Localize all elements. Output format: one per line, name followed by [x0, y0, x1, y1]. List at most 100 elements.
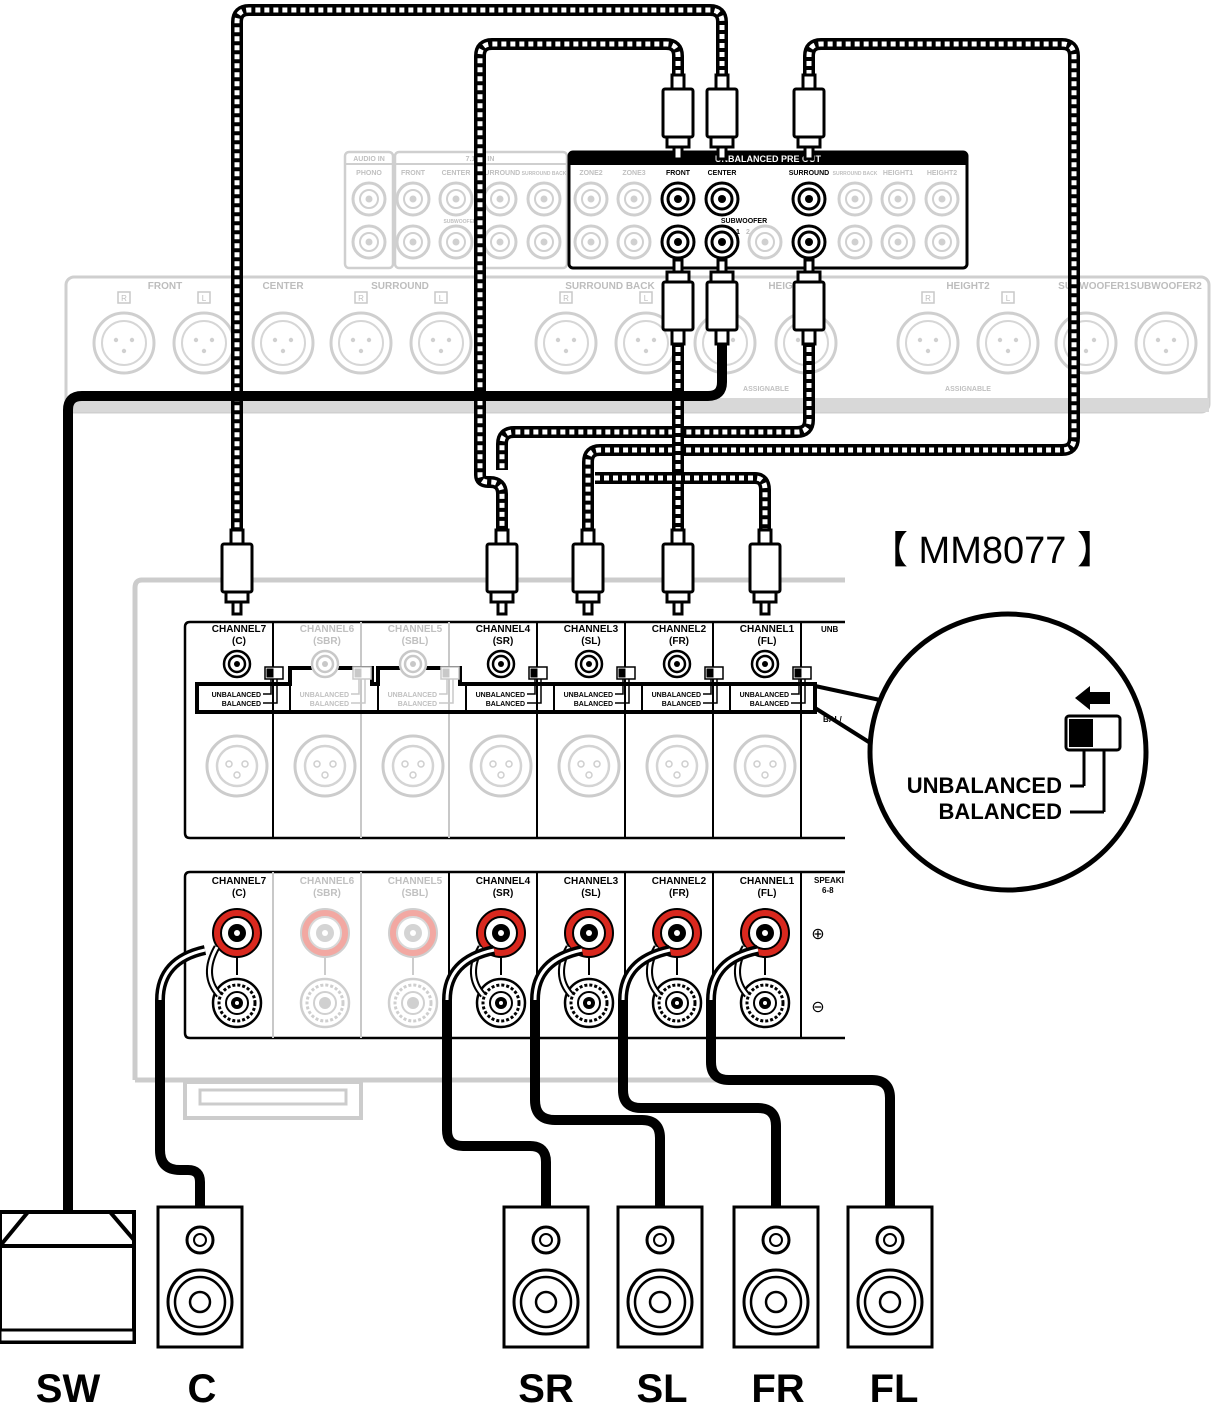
unbalanced-balanced-switch[interactable] — [264, 666, 284, 680]
xlr-height2-label: HEIGHT2 — [946, 281, 990, 292]
unbalanced-balanced-switch[interactable] — [528, 666, 548, 680]
rca-jack — [837, 224, 873, 260]
speaker-label-sl: SL — [636, 1367, 687, 1411]
rca-input-jack — [750, 649, 780, 679]
amp-unb-label: UNB — [821, 625, 839, 634]
in-surround-label: SURROUND — [480, 170, 520, 177]
switch-balanced-label: BALANCED — [310, 701, 349, 708]
xlr-surround-back-label: SURROUND BACK — [565, 281, 655, 292]
rca-jack — [395, 224, 431, 260]
rca-input-jack — [398, 649, 428, 679]
channel-sub: (SR) — [493, 636, 514, 647]
rca-jack — [747, 224, 783, 260]
rca-cables — [63, 4, 1080, 1212]
in-surround-back-label: SURROUND BACK — [522, 171, 567, 177]
xlr-assignable-2: ASSIGNABLE — [945, 386, 991, 393]
xlr-jack — [1134, 311, 1198, 375]
rca-plug — [705, 73, 739, 161]
channel-name: CHANNEL7 — [212, 876, 267, 887]
pre-sub-1-label: 1 — [736, 229, 740, 236]
switch-balanced-label: BALANCED — [222, 701, 261, 708]
negative-terminal — [475, 977, 527, 1029]
switch-unbalanced-label: UNBALANCED — [564, 692, 613, 699]
unbalanced-balanced-switch[interactable] — [792, 666, 812, 680]
rca-jack — [924, 224, 960, 260]
channel-name: CHANNEL6 — [300, 624, 355, 635]
xlr-input-jack — [205, 734, 269, 798]
rca-input-jack — [574, 649, 604, 679]
xlr-jack — [409, 311, 473, 375]
xlr-height2-l: L — [1006, 294, 1011, 303]
pre-front-r-jack — [660, 224, 696, 260]
unbalanced-balanced-switch[interactable] — [352, 666, 372, 680]
speaker-label-sw: SW — [36, 1367, 101, 1411]
xlr-input-jack — [381, 734, 445, 798]
rca-plug — [792, 73, 826, 161]
pre-surround-label: SURROUND — [789, 170, 829, 177]
unbalanced-balanced-switch[interactable] — [704, 666, 724, 680]
xlr-surround-l: L — [439, 294, 444, 303]
xlr-subwoofer1-label: SUBWOOFER1 — [1058, 281, 1130, 292]
unbalanced-balanced-switch[interactable] — [440, 666, 460, 680]
channel-sub: (SL) — [581, 636, 600, 647]
xlr-surround-back-l: L — [644, 294, 649, 303]
channel-sub: (SBL) — [402, 636, 429, 647]
speaker-terminal-channel: CHANNEL5(SBL) — [387, 876, 443, 1029]
rca-jack — [616, 224, 652, 260]
xlr-assignable-1: ASSIGNABLE — [743, 386, 789, 393]
channel-name: CHANNEL5 — [388, 624, 443, 635]
xlr-output-panel: FRONT CENTER SURROUND SURROUND BACK HEIG… — [64, 275, 1211, 414]
rca-jack — [573, 224, 609, 260]
rca-input-jack — [662, 649, 692, 679]
switch-unbalanced-label: UNBALANCED — [212, 692, 261, 699]
switch-unbalanced-label: UNBALANCED — [740, 692, 789, 699]
xlr-surround-label: SURROUND — [371, 281, 429, 292]
rca-jack — [438, 224, 474, 260]
audio-in-panel: AUDIO IN 7.1CH IN PHONO FRONT CENTER SUR… — [343, 150, 569, 270]
channel-name: CHANNEL4 — [476, 876, 531, 887]
rca-plug — [661, 258, 695, 346]
rca-jack — [526, 224, 562, 260]
xlr-height2-r: R — [925, 294, 931, 303]
negative-terminal — [739, 977, 791, 1029]
rca-plug — [485, 528, 519, 616]
pre-subwoofer1-jack — [704, 224, 740, 260]
unbalanced-balanced-switch[interactable] — [616, 666, 636, 680]
xlr-surround-back-r: R — [563, 294, 569, 303]
switch-balanced-label: BALANCED — [486, 701, 525, 708]
switch-unbalanced-label: UNBALANCED — [300, 692, 349, 699]
rca-jack — [616, 181, 652, 217]
xlr-input-jack — [733, 734, 797, 798]
pre-surround-l-jack — [791, 181, 827, 217]
channel-name: CHANNEL3 — [564, 624, 619, 635]
speaker-label-fr: FR — [751, 1367, 804, 1411]
rca-plug — [661, 528, 695, 616]
zone2-label: ZONE2 — [579, 170, 602, 177]
slide-switch-icon — [1064, 714, 1122, 752]
amp-input-panel: UNB BAL/ — [183, 620, 845, 840]
xlr-input-jack — [645, 734, 709, 798]
pre-center-jack — [704, 181, 740, 217]
switch-unbalanced-label: UNBALANCED — [388, 692, 437, 699]
channel-name: CHANNEL3 — [564, 876, 619, 887]
xlr-front-r: R — [121, 294, 127, 303]
pre-height2-label: HEIGHT2 — [927, 170, 957, 177]
switch-balanced-label: BALANCED — [750, 701, 789, 708]
channel-name: CHANNEL7 — [212, 624, 267, 635]
channel-sub: (SR) — [493, 888, 514, 899]
pre-subwoofer-label: SUBWOOFER — [721, 218, 767, 225]
zoom-unbalanced-label: UNBALANCED — [907, 773, 1062, 798]
rca-jack — [351, 181, 387, 217]
minus-symbol: ⊖ — [811, 999, 824, 1016]
rca-jack — [526, 181, 562, 217]
speaker-wires-inner — [158, 948, 759, 1001]
rca-jack — [837, 181, 873, 217]
speaker-label-sr: SR — [518, 1367, 574, 1411]
xlr-jack — [92, 311, 156, 375]
channel-sub: (SBR) — [313, 888, 341, 899]
rca-plug — [792, 258, 826, 346]
